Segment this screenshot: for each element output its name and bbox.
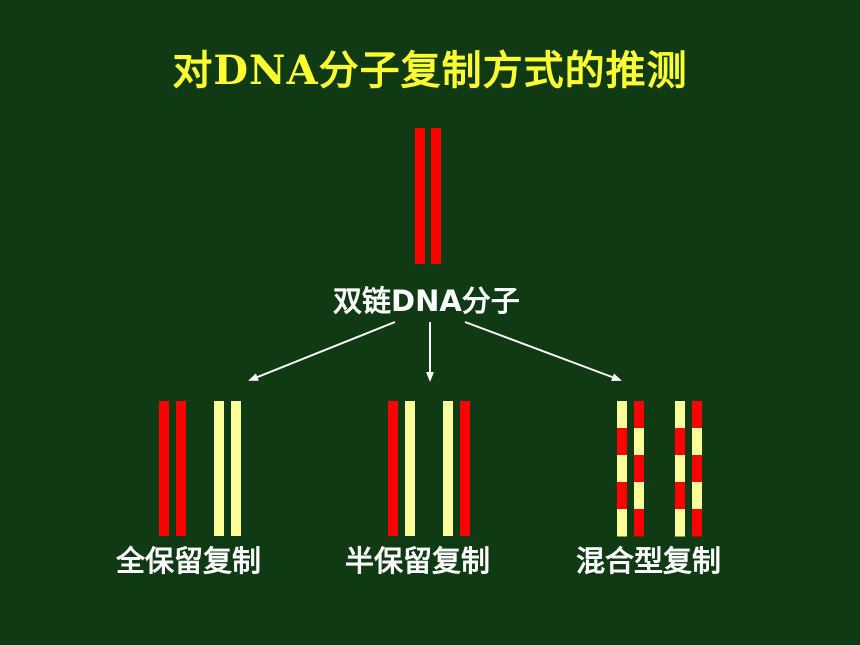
daughter-strand xyxy=(176,401,186,536)
model-label-conservative: 全保留复制 xyxy=(116,544,262,578)
daughter-strand-segment xyxy=(675,509,685,537)
daughter-strand-segment xyxy=(634,455,644,483)
daughter-strand-segment xyxy=(675,455,685,483)
daughter-strand-segment xyxy=(692,509,702,537)
daughter-strand xyxy=(159,401,169,536)
daughter-strand-segment xyxy=(692,401,702,429)
replication-arrows xyxy=(248,321,622,382)
page-title: 对DNA分子复制方式的推测 xyxy=(172,47,688,94)
daughter-strand-segment xyxy=(617,455,627,483)
daughter-strand-segment xyxy=(675,401,685,429)
daughter-strand-segment xyxy=(617,509,627,537)
daughter-strand-segment xyxy=(675,482,685,510)
model-1 xyxy=(388,401,470,536)
daughter-strand xyxy=(443,401,453,536)
daughter-strand-segment xyxy=(692,482,702,510)
parent-strand xyxy=(415,128,425,264)
daughter-strand-segment xyxy=(617,401,627,429)
daughter-strand-segment xyxy=(675,428,685,456)
daughter-strand xyxy=(460,401,470,536)
daughter-strand xyxy=(231,401,241,536)
arrow-dispersive xyxy=(464,321,622,381)
daughter-strand xyxy=(214,401,224,536)
parent-dna-molecule xyxy=(415,128,441,264)
model-0 xyxy=(159,401,241,536)
parent-label: 双链DNA分子 xyxy=(333,284,520,318)
daughter-strand-segment xyxy=(634,482,644,510)
arrow-conservative xyxy=(248,321,396,381)
daughter-strand-segment xyxy=(617,482,627,510)
daughter-strand-segment xyxy=(617,428,627,456)
model-2 xyxy=(617,401,702,537)
daughter-strand xyxy=(405,401,415,536)
daughter-strand xyxy=(388,401,398,536)
daughter-strand-segment xyxy=(692,428,702,456)
parent-strand xyxy=(431,128,441,264)
daughter-strand-segment xyxy=(692,455,702,483)
model-label-semiconservative: 半保留复制 xyxy=(345,544,491,578)
daughter-strand-segment xyxy=(634,401,644,429)
daughter-strand-segment xyxy=(634,428,644,456)
replication-models xyxy=(159,401,702,537)
model-label-dispersive: 混合型复制 xyxy=(576,544,722,578)
daughter-strand-segment xyxy=(634,509,644,537)
